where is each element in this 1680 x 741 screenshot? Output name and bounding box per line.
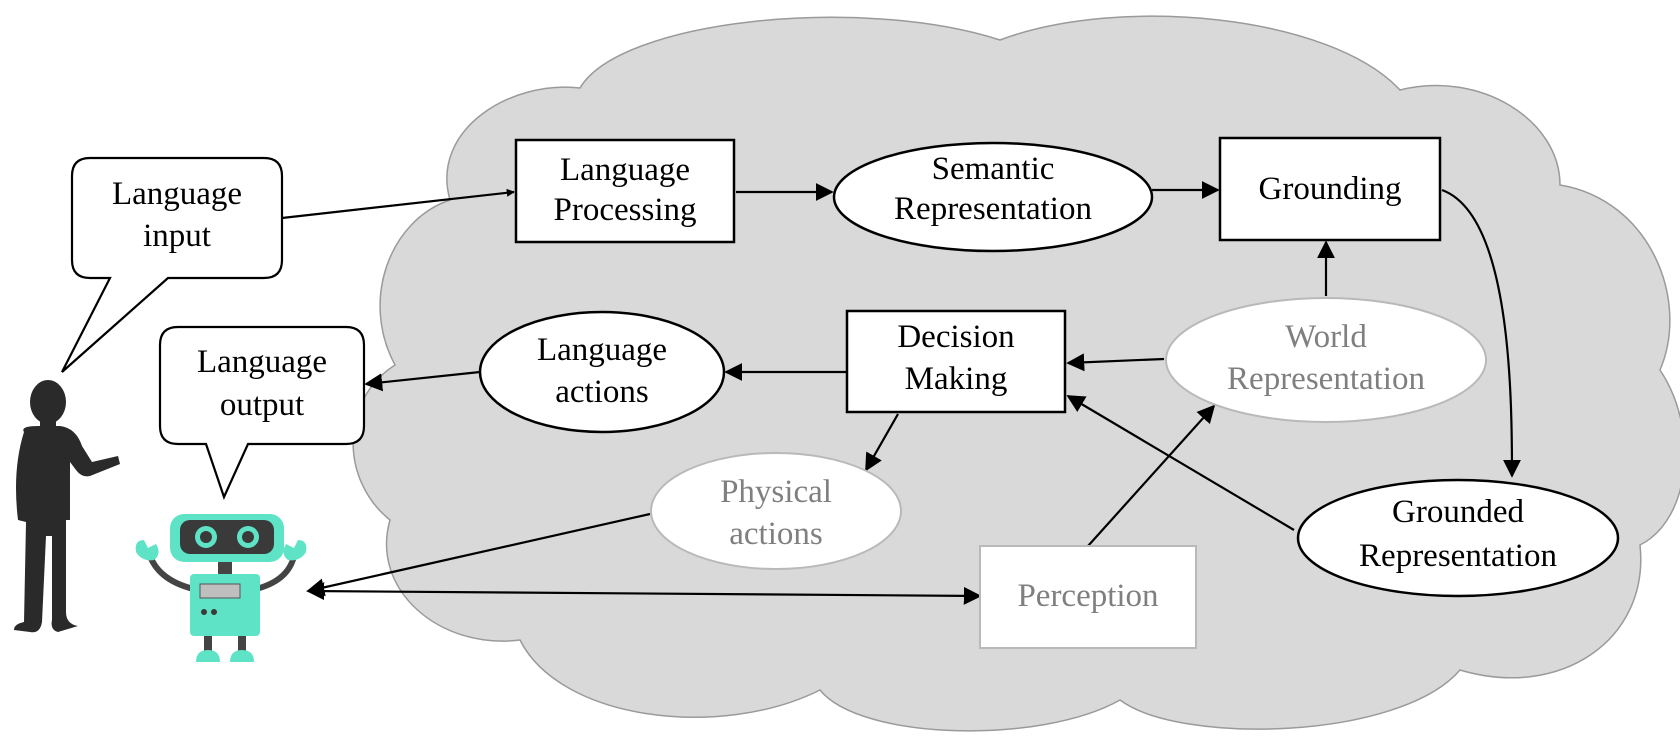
svg-text:Language: Language — [537, 332, 667, 368]
svg-text:Semantic: Semantic — [932, 151, 1055, 187]
node-grounded-representation: Grounded Representation — [1296, 478, 1620, 598]
svg-text:Physical: Physical — [720, 474, 832, 510]
edges — [281, 181, 1521, 605]
node-physical-actions: Physical actions — [650, 452, 902, 570]
edge-perception-to-world — [1087, 404, 1216, 547]
svg-text:Perception: Perception — [1017, 578, 1158, 614]
edge-robot-perception — [306, 582, 982, 605]
svg-text:output: output — [220, 387, 304, 423]
svg-text:Making: Making — [905, 361, 1008, 397]
edge-grounded-to-decision — [1066, 395, 1295, 531]
edge-decision-to-physical — [865, 413, 899, 472]
node-perception: Perception — [979, 545, 1197, 649]
svg-text:input: input — [143, 218, 211, 254]
svg-text:Representation: Representation — [894, 191, 1092, 227]
svg-text:Language: Language — [112, 176, 242, 212]
svg-text:Grounded: Grounded — [1392, 494, 1524, 530]
robot-icon — [135, 514, 307, 662]
node-grounding: Grounding — [1218, 136, 1442, 242]
svg-text:actions: actions — [729, 516, 822, 552]
edge-grounding-to-grounded — [1441, 188, 1521, 478]
node-world-representation: World Representation — [1165, 297, 1487, 423]
edge-actions-to-output — [364, 370, 481, 392]
svg-text:Representation: Representation — [1359, 538, 1557, 574]
edge-input-to-processing — [281, 188, 515, 220]
speech-bubble-language-output: Language output — [158, 325, 366, 500]
svg-text:Decision: Decision — [897, 319, 1014, 355]
svg-text:Language: Language — [197, 344, 327, 380]
edge-physical-to-robot — [306, 512, 651, 597]
svg-text:Representation: Representation — [1227, 361, 1425, 397]
svg-text:World: World — [1285, 319, 1367, 355]
node-semantic-representation: Semantic Representation — [832, 141, 1154, 253]
speech-bubble-language-input: Language input — [61, 156, 284, 373]
node-language-processing: Language Processing — [514, 138, 736, 244]
node-language-actions: Language actions — [478, 310, 726, 434]
node-decision-making: Decision Making — [845, 309, 1067, 414]
svg-text:actions: actions — [555, 374, 648, 410]
person-silhouette-icon — [14, 380, 120, 633]
edge-world-to-decision — [1066, 353, 1165, 372]
svg-text:Language: Language — [560, 152, 690, 188]
svg-text:Grounding: Grounding — [1259, 171, 1402, 207]
svg-text:Processing: Processing — [554, 192, 697, 228]
